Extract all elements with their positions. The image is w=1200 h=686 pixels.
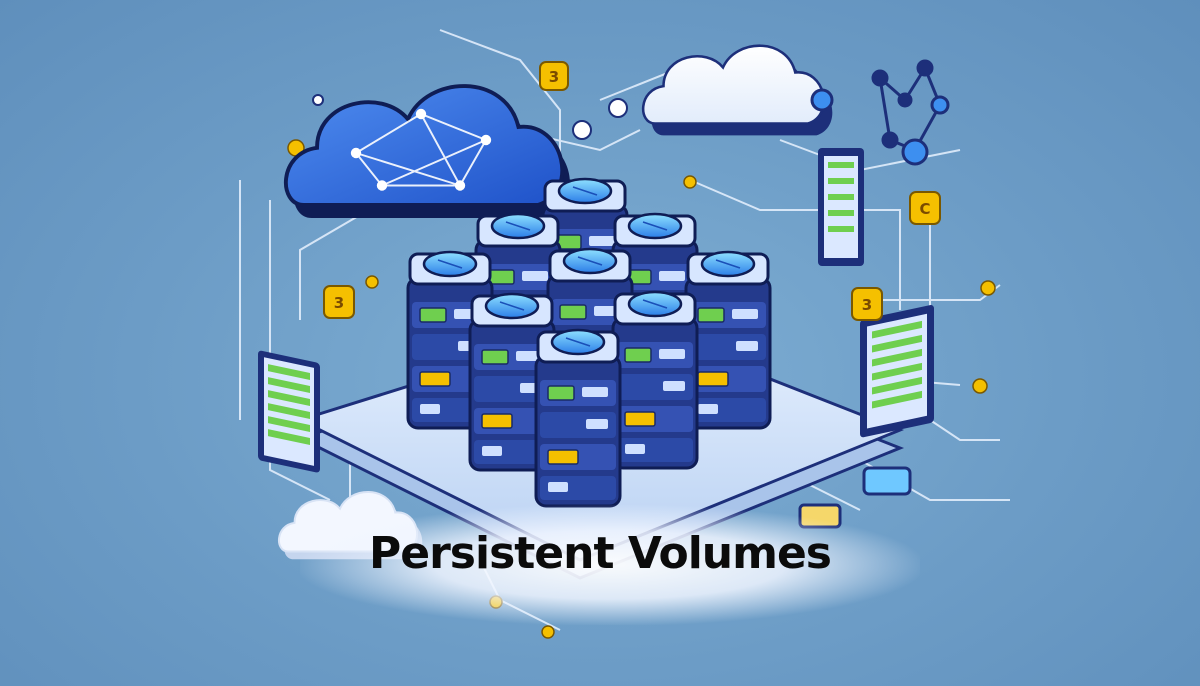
page-title: Persistent Volumes: [369, 528, 832, 579]
badge: 3: [539, 61, 569, 91]
node-graph-icon: [810, 59, 950, 166]
title-backdrop: [300, 505, 920, 625]
badge: 3: [851, 287, 883, 321]
badge-label: 3: [334, 294, 344, 312]
rack-panel-icon: [258, 350, 320, 473]
rack-panel-icon: [860, 305, 934, 438]
network-cloud-icon: [283, 84, 571, 218]
rack-panel-icon: [818, 148, 864, 266]
badge: 3: [323, 285, 355, 319]
badge-label: 3: [862, 296, 872, 314]
badge-label: C: [919, 200, 930, 218]
gear-icon: [312, 94, 628, 140]
badge-label: 3: [549, 68, 559, 86]
cloud-icon: [641, 44, 833, 136]
badge: C: [909, 191, 941, 225]
